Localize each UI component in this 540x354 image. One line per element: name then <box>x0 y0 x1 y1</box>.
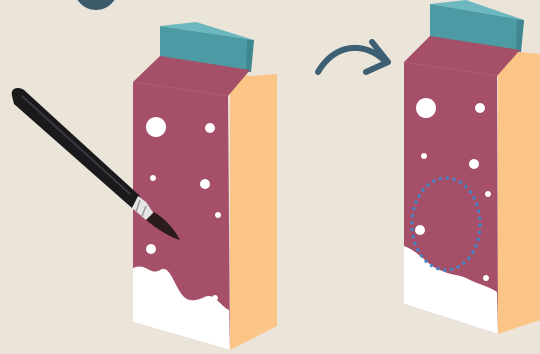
dot <box>205 123 215 133</box>
dot <box>146 244 156 254</box>
dot <box>469 159 479 169</box>
dot <box>415 225 425 235</box>
dot <box>483 275 489 281</box>
dot <box>485 191 491 197</box>
dot <box>421 153 427 159</box>
right-carton-side <box>497 52 540 334</box>
dot <box>212 295 218 301</box>
dot <box>215 212 221 218</box>
dot <box>475 103 485 113</box>
dot <box>150 175 156 181</box>
right-carton <box>404 0 540 334</box>
left-carton-side <box>228 68 277 350</box>
dot <box>200 179 210 189</box>
dot <box>146 117 166 137</box>
dot <box>416 98 436 118</box>
